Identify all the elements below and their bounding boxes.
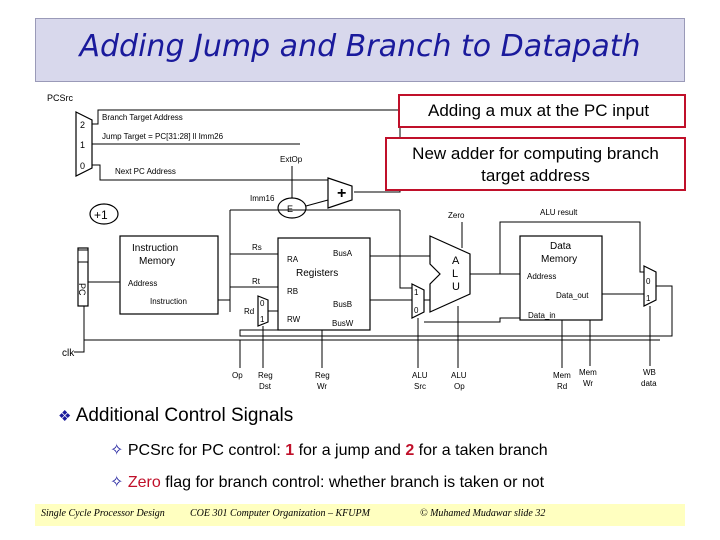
next-pc-label: Next PC Address — [115, 167, 176, 176]
diamond-bullet-icon: ❖ — [58, 408, 72, 425]
footer-center: COE 301 Computer Organization – KFUPM — [190, 508, 370, 519]
pc-mux-input-1: 1 — [80, 140, 85, 150]
data-memory — [519, 235, 603, 321]
alu-letter-a: A — [452, 255, 460, 267]
pc-label: PC — [77, 283, 87, 296]
registers-label: Registers — [296, 268, 338, 279]
zero-label: Zero — [448, 211, 465, 220]
pc-incrementer — [89, 203, 119, 225]
dmem-address-label: Address — [527, 272, 556, 281]
regdst-mux — [257, 295, 269, 327]
imem-label-2: Memory — [139, 256, 175, 267]
ctrl-memwr-1: Mem — [579, 368, 597, 377]
adder-plus: + — [337, 185, 346, 202]
extender-label: E — [287, 204, 293, 214]
imm16-label: Imm16 — [250, 194, 275, 203]
dmem-label-2: Memory — [541, 254, 577, 265]
branch-target-label: Branch Target Address — [102, 113, 183, 122]
rd-label: Rd — [244, 307, 254, 316]
ctrl-wbdata-2: data — [641, 379, 657, 388]
alu-result-label: ALU result — [540, 208, 578, 217]
branch-target-wire — [92, 109, 401, 193]
title-banner: Adding Jump and Branch to Datapath — [35, 18, 685, 82]
mux-callout-text: Adding a mux at the PC input — [428, 101, 650, 120]
ctrl-memwr-2: Wr — [583, 379, 593, 388]
alu-letter-u: U — [452, 281, 460, 293]
busa-label: BusA — [333, 249, 353, 258]
bullet-zero: ✧ Zero flag for branch control: whether … — [110, 474, 545, 491]
alusrc-mux-0: 0 — [414, 306, 419, 315]
pc-register — [77, 247, 89, 307]
writeback-wire — [239, 285, 673, 337]
footer-right: © Muhamed Mudawar slide 32 — [420, 508, 546, 519]
imem-label-1: Instruction — [132, 243, 178, 254]
imem-instruction-label: Instruction — [150, 297, 187, 306]
mux-callout: Adding a mux at the PC input — [398, 94, 686, 128]
pc-mux-input-0: 0 — [80, 161, 85, 171]
pc-register-top — [77, 249, 89, 263]
branch-adder — [327, 177, 353, 209]
incrementer-label: +1 — [94, 208, 108, 222]
ctrl-wbdata-1: WB — [643, 368, 656, 377]
wb-mux-0: 0 — [646, 277, 651, 286]
pcsrc-label: PCSrc — [47, 93, 74, 103]
register-file — [277, 237, 371, 331]
ctrl-op-label: Op — [232, 371, 243, 380]
bullet-pcsrc: ✧ PCSrc for PC control: 1 for a jump and… — [110, 442, 548, 459]
imm-down-wire — [399, 210, 412, 289]
ctrl-alusrc-1: ALU — [412, 371, 428, 380]
star-bullet-icon: ✧ — [110, 442, 124, 459]
adder-callout: New adder for computing branch target ad… — [385, 137, 686, 191]
footer-bar: Single Cycle Processor Design COE 301 Co… — [35, 504, 685, 526]
busw-label: BusW — [332, 319, 354, 328]
alu — [429, 235, 471, 313]
dmem-label-1: Data — [550, 241, 572, 252]
ctrl-regdst-1: Reg — [258, 371, 273, 380]
imem-address-label: Address — [128, 279, 157, 288]
footer-left: Single Cycle Processor Design — [41, 508, 165, 519]
instruction-memory — [119, 235, 219, 315]
jump-target-label: Jump Target = PC[31:28] ll Imm26 — [102, 132, 224, 141]
wb-mux — [643, 265, 657, 307]
ctrl-regdst-2: Dst — [259, 382, 272, 391]
rw-label: RW — [287, 315, 301, 324]
regdst-mux-1: 1 — [260, 315, 265, 324]
extop-label: ExtOp — [280, 155, 303, 164]
regdst-mux-0: 0 — [260, 299, 265, 308]
sign-extender — [277, 197, 307, 219]
rt-label: Rt — [252, 277, 261, 286]
clk-wire — [74, 339, 660, 353]
ra-label: RA — [287, 255, 299, 264]
adder-callout-text: New adder for computing branch target ad… — [412, 144, 659, 185]
alu-letter-l: L — [452, 268, 458, 280]
rb-label: RB — [287, 287, 298, 296]
ctrl-alusrc-2: Src — [414, 382, 426, 391]
next-pc-wire — [92, 164, 330, 181]
ctrl-regwr-1: Reg — [315, 371, 330, 380]
data-in-wire — [424, 317, 520, 323]
ctrl-memrd-1: Mem — [553, 371, 571, 380]
ctrl-memrd-2: Rd — [557, 382, 567, 391]
ctrl-aluop-1: ALU — [451, 371, 467, 380]
busb-label: BusB — [333, 300, 352, 309]
alusrc-mux-1: 1 — [414, 288, 419, 297]
rs-label: Rs — [252, 243, 262, 252]
ctrl-regwr-2: Wr — [317, 382, 327, 391]
clk-label: clk — [62, 348, 75, 359]
ctrl-aluop-2: Op — [454, 382, 465, 391]
slide-title: Adding Jump and Branch to Datapath — [79, 29, 641, 64]
data-out-label: Data_out — [556, 291, 589, 300]
pc-mux — [75, 111, 93, 177]
alusrc-mux — [411, 283, 425, 319]
bullet-main: ❖ Additional Control Signals — [58, 405, 294, 426]
wb-mux-1: 1 — [646, 294, 651, 303]
data-in-label: Data_in — [528, 311, 556, 320]
extender-to-adder-wire — [305, 199, 329, 207]
alu-bypass-wire — [499, 221, 644, 274]
pc-mux-input-2: 2 — [80, 120, 85, 130]
star-bullet-icon: ✧ — [110, 474, 124, 491]
